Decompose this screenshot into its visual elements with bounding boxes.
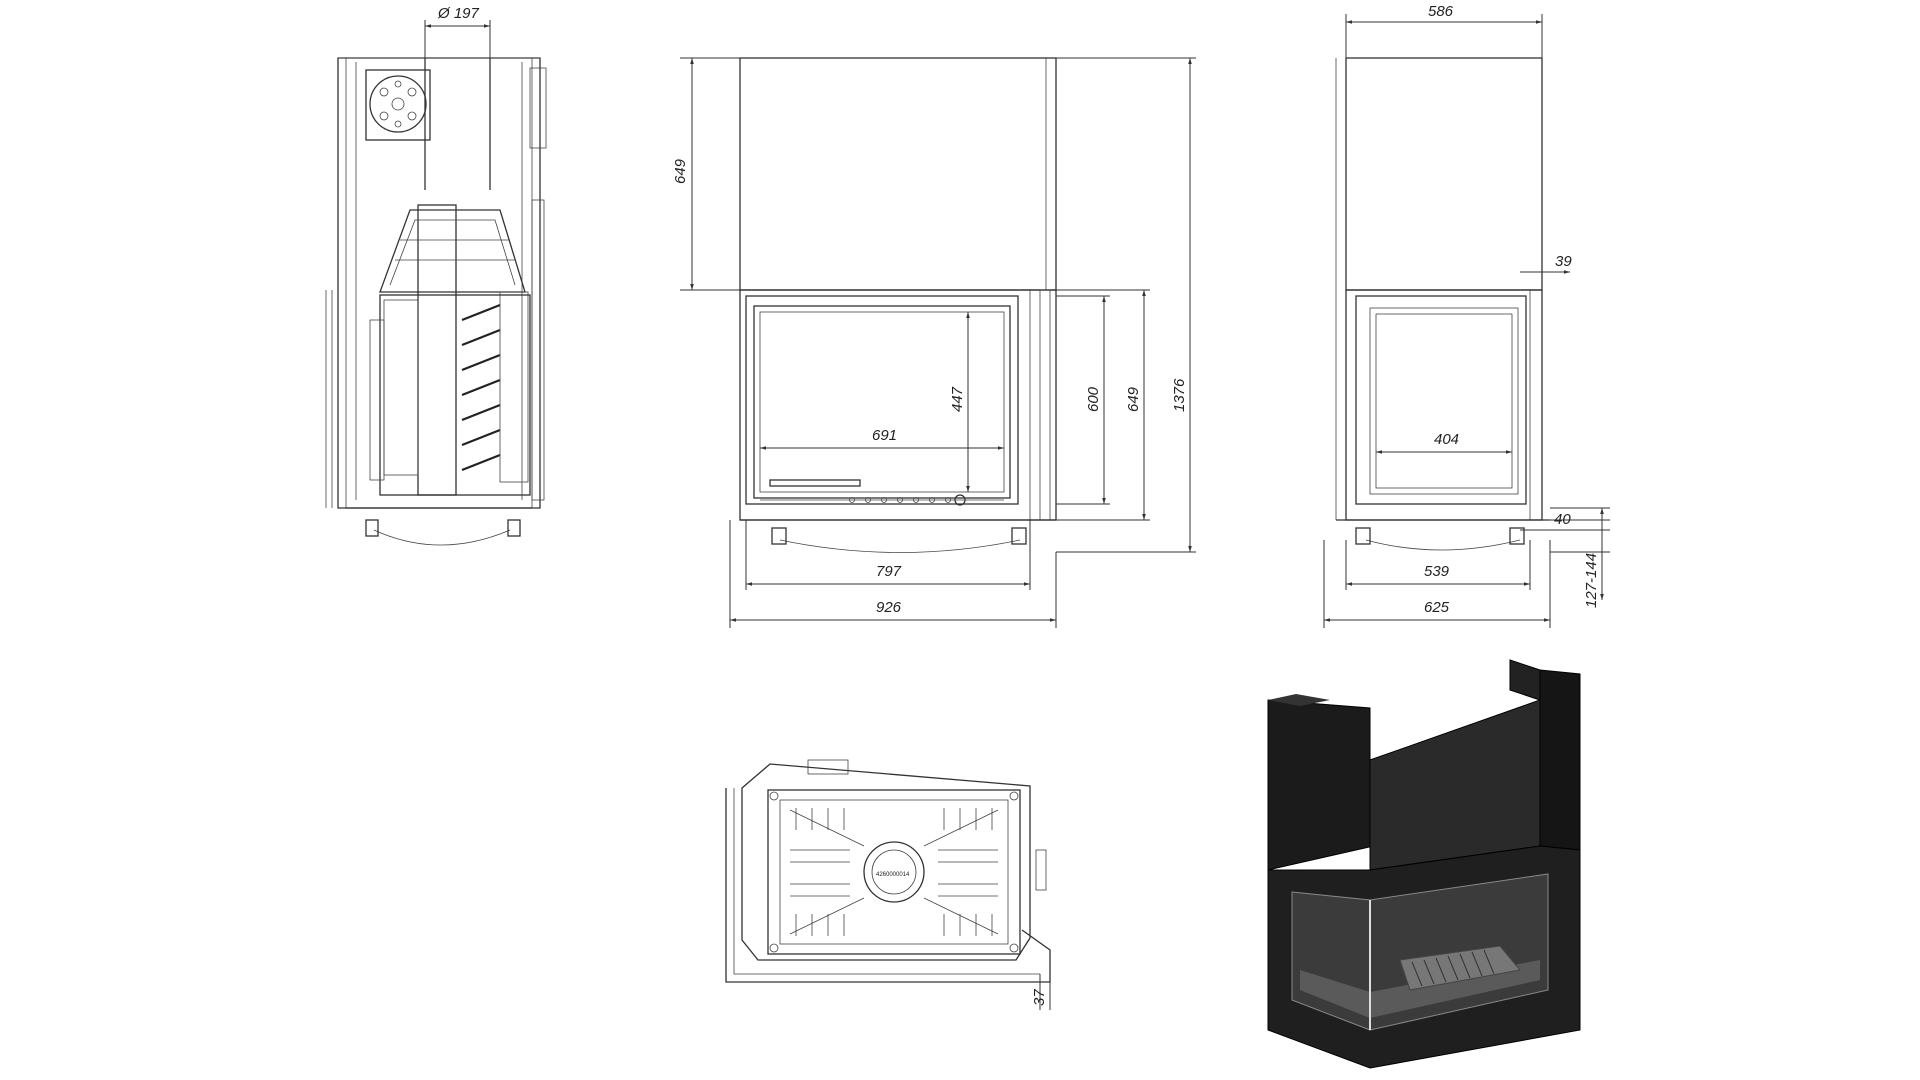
side-section-view: Ø 197 bbox=[325, 5, 547, 546]
dim-plan-offset: 37 bbox=[1031, 989, 1048, 1006]
dim-top-width-side: 586 bbox=[1428, 3, 1454, 20]
fireplace-3d-render bbox=[1267, 659, 1581, 1069]
dim-door-height: 600 bbox=[1085, 386, 1102, 412]
dim-firebox-height: 649 bbox=[1125, 386, 1142, 412]
plan-label: 4260000014 bbox=[876, 872, 910, 878]
air-control-strip bbox=[760, 479, 1004, 506]
dim-total-width-side: 625 bbox=[1424, 599, 1450, 616]
dim-side-offset: 39 bbox=[1555, 253, 1572, 270]
plan-view: 4260000014 37 bbox=[725, 759, 1051, 1010]
side-view: 586 39 404 40 539 625 127-144 bbox=[1323, 3, 1610, 628]
baffle-plates bbox=[461, 303, 501, 472]
dim-glass-height: 447 bbox=[949, 386, 966, 412]
dim-flue-diameter: Ø 197 bbox=[437, 5, 480, 22]
dim-front-upper-height: 649 bbox=[672, 158, 689, 184]
dim-leg-height: 40 bbox=[1554, 511, 1571, 528]
fan-assembly-icon bbox=[365, 69, 431, 141]
dim-inner-width-side: 539 bbox=[1424, 563, 1450, 580]
dim-glass-width-front: 691 bbox=[872, 427, 897, 444]
dim-inner-width-front: 797 bbox=[876, 563, 902, 580]
dim-leg-adjust-range: 127-144 bbox=[1583, 553, 1600, 608]
front-view: 649 447 691 600 649 1376 797 926 bbox=[672, 57, 1196, 628]
grate-lines bbox=[1411, 949, 1495, 987]
grate-bars bbox=[789, 808, 999, 936]
dim-glass-width-side: 404 bbox=[1434, 431, 1459, 448]
dim-total-width-front: 926 bbox=[876, 599, 902, 616]
dim-total-height: 1376 bbox=[1171, 378, 1188, 412]
